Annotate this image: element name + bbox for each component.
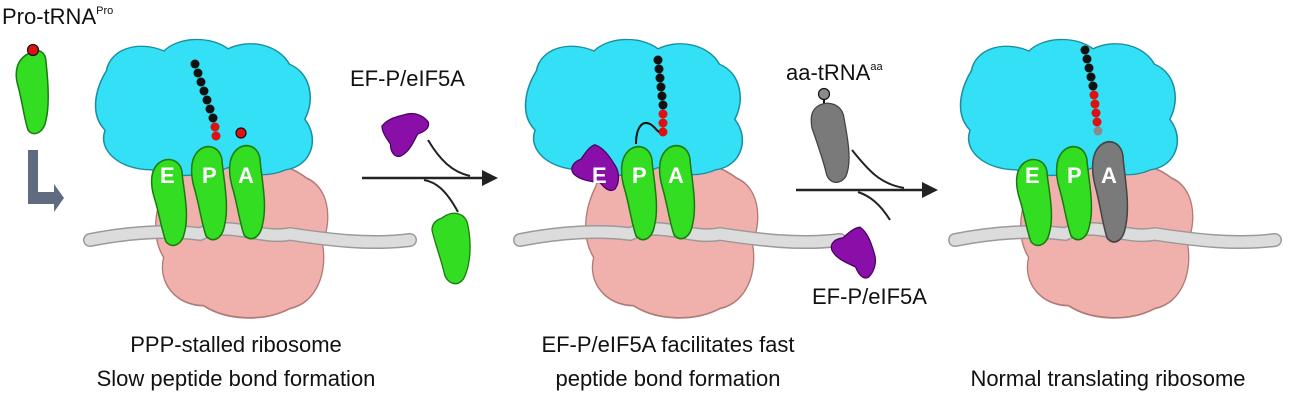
trna-exiting xyxy=(431,212,471,285)
aa-trna-entering xyxy=(810,87,850,183)
site-p-label: P xyxy=(632,163,647,188)
site-a-label: A xyxy=(238,163,254,188)
reaction-arrow-1 xyxy=(362,139,498,213)
aa-trna-label: aa-tRNAaa xyxy=(786,60,883,85)
ribosome-normal: E P A xyxy=(948,38,1282,319)
caption-middle-line1: EF-P/eIF5A facilitates fast xyxy=(541,332,794,357)
site-p-label: P xyxy=(1067,163,1082,188)
site-e-label: E xyxy=(592,163,607,188)
caption-right-line1: Normal translating ribosome xyxy=(970,366,1245,391)
peptide-chain xyxy=(1080,45,1103,136)
caption-left-line2: Slow peptide bond formation xyxy=(97,366,376,391)
site-e-label: E xyxy=(160,163,175,188)
caption-middle-line2: peptide bond formation xyxy=(555,366,780,391)
ribosome-stalled: E P A xyxy=(83,38,417,319)
site-a-label: A xyxy=(1101,163,1117,188)
peptide-chain xyxy=(635,55,668,145)
site-p-label: P xyxy=(202,163,217,188)
peptide-chain xyxy=(190,59,221,141)
caption-left-line1: PPP-stalled ribosome xyxy=(130,332,342,357)
free-pro-trna xyxy=(15,43,50,135)
efp-entering xyxy=(381,112,430,158)
ribosome-efp-bound: E P A xyxy=(513,38,847,319)
site-e-label: E xyxy=(1025,163,1040,188)
efp-in-label: EF-P/eIF5A xyxy=(350,66,465,91)
efp-out-label: EF-P/eIF5A xyxy=(812,284,927,309)
site-a-label: A xyxy=(668,163,684,188)
pro-trna-label: Pro-tRNAPro xyxy=(2,4,113,29)
reaction-arrow-2 xyxy=(796,149,938,221)
l-shaped-arrow xyxy=(28,150,64,212)
